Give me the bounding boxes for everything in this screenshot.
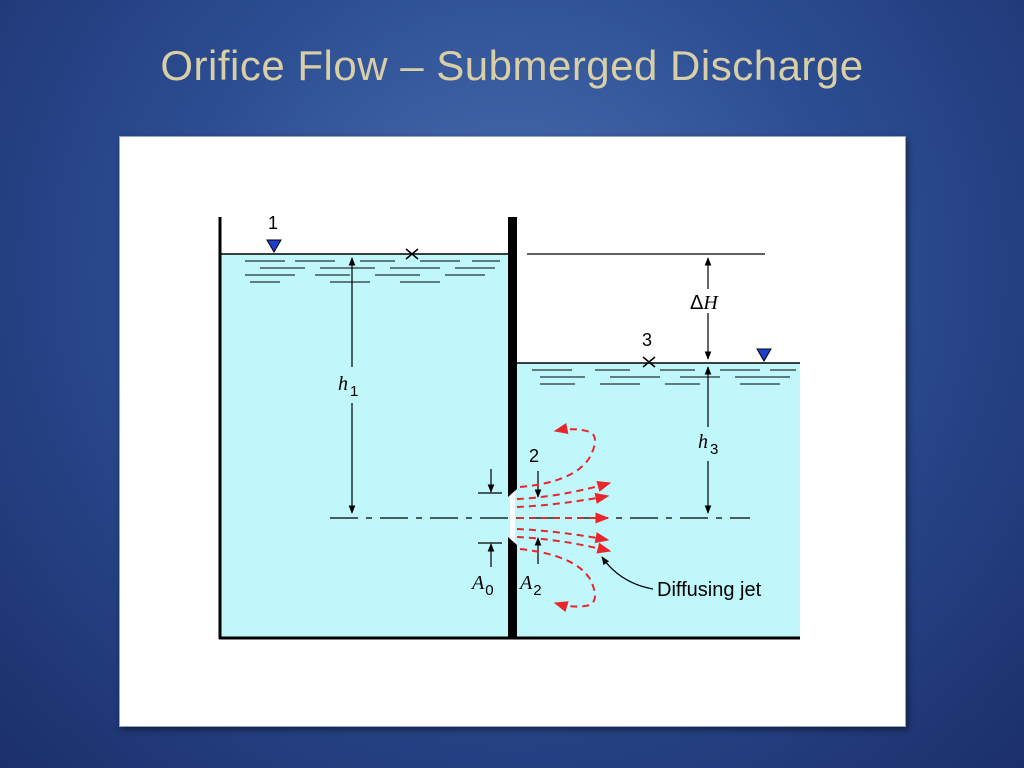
jet-streamlines: [516, 423, 612, 612]
a0-label: A0: [470, 572, 494, 599]
upper-recirculation-eddy: [519, 423, 596, 488]
lower-recirculation-eddy: [519, 548, 596, 612]
downstream-surface-ripples: [532, 369, 796, 385]
downstream-surface-marker: [756, 348, 772, 362]
slide-title: Orifice Flow – Submerged Discharge: [160, 42, 864, 89]
downstream-water: [515, 363, 800, 637]
point-3-label: 3: [642, 330, 652, 350]
upstream-surface-marker: [266, 239, 282, 253]
diffusing-jet-pointer: [601, 556, 654, 590]
point-2-label: 2: [529, 446, 539, 466]
a2-label: A2: [518, 572, 542, 599]
diffusing-jet-label: Diffusing jet: [657, 579, 762, 601]
point-3-cross: [642, 356, 656, 368]
jet-upper-outer-streamline: [516, 481, 612, 500]
point-1-cross: [405, 248, 419, 260]
upstream-water: [220, 254, 510, 637]
delta-h-label: ΔH: [690, 292, 719, 314]
dividing-wall: [508, 217, 517, 638]
point-1-label: 1: [268, 213, 278, 233]
upstream-surface-ripples: [245, 260, 500, 283]
jet-lower-outer-streamline: [516, 536, 612, 554]
